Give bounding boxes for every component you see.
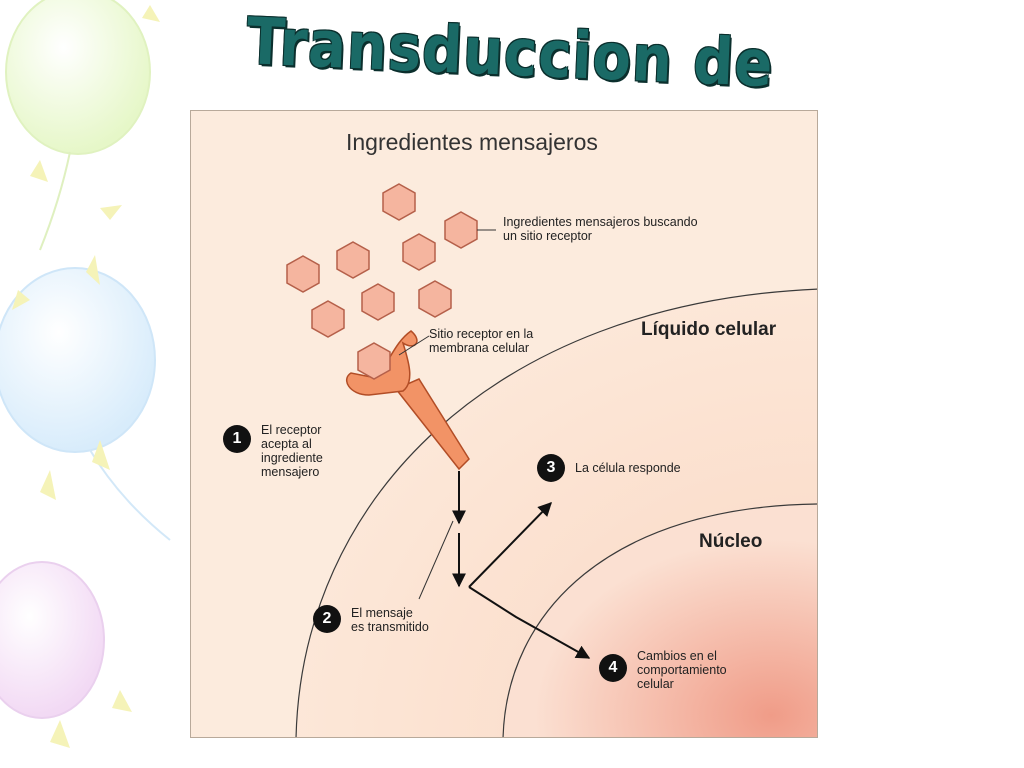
step-1-label: El receptor acepta al ingrediente mensaj… [261,423,323,479]
nucleus-label: Núcleo [699,531,763,552]
messenger-molecules [286,183,478,338]
messenger-hexagon [361,283,395,321]
messenger-hexagon [336,241,370,279]
nucleus-arrow [468,586,591,659]
green-balloon-icon [5,0,151,251]
step-3-label: La célula responde [575,461,681,475]
step-4-label: Cambios en el comportamiento celular [637,649,727,691]
messenger-hexagon [444,211,478,249]
blue-balloon-icon [0,267,171,541]
signal-arrows [452,471,591,659]
nuclear-membrane [502,503,817,737]
message-pointer [418,520,454,600]
messenger-hexagon [311,300,345,338]
pink-balloon-icon [0,561,105,719]
membrane-receptor [346,330,470,471]
messenger-hexagon [418,280,452,318]
messenger-hexagon [286,255,320,293]
nucleus [503,504,817,737]
cell-fluid-label: Líquido celular [641,319,777,340]
response-arrow [468,501,552,588]
signal-transduction-diagram: Ingredientes mensajeros Ingredientes men… [190,110,818,738]
figure-heading: Ingredientes mensajeros [346,129,598,155]
step-2-label: El mensaje es transmitido [351,606,429,634]
messenger-hexagon [402,233,436,271]
step-3-badge: 3 [537,454,565,482]
receptor-site-pointer [398,335,430,356]
diagram-artwork [191,111,817,737]
step-4-badge: 4 [599,654,627,682]
step-2-badge: 2 [313,605,341,633]
bound-messenger-hexagon [357,342,391,380]
step-1-badge: 1 [223,425,251,453]
messenger-hexagon [382,183,416,221]
confetti-icon [12,5,160,748]
receptor-site-callout: Sitio receptor en la membrana celular [429,327,534,355]
messengers-callout: Ingredientes mensajeros buscando un siti… [503,215,698,243]
